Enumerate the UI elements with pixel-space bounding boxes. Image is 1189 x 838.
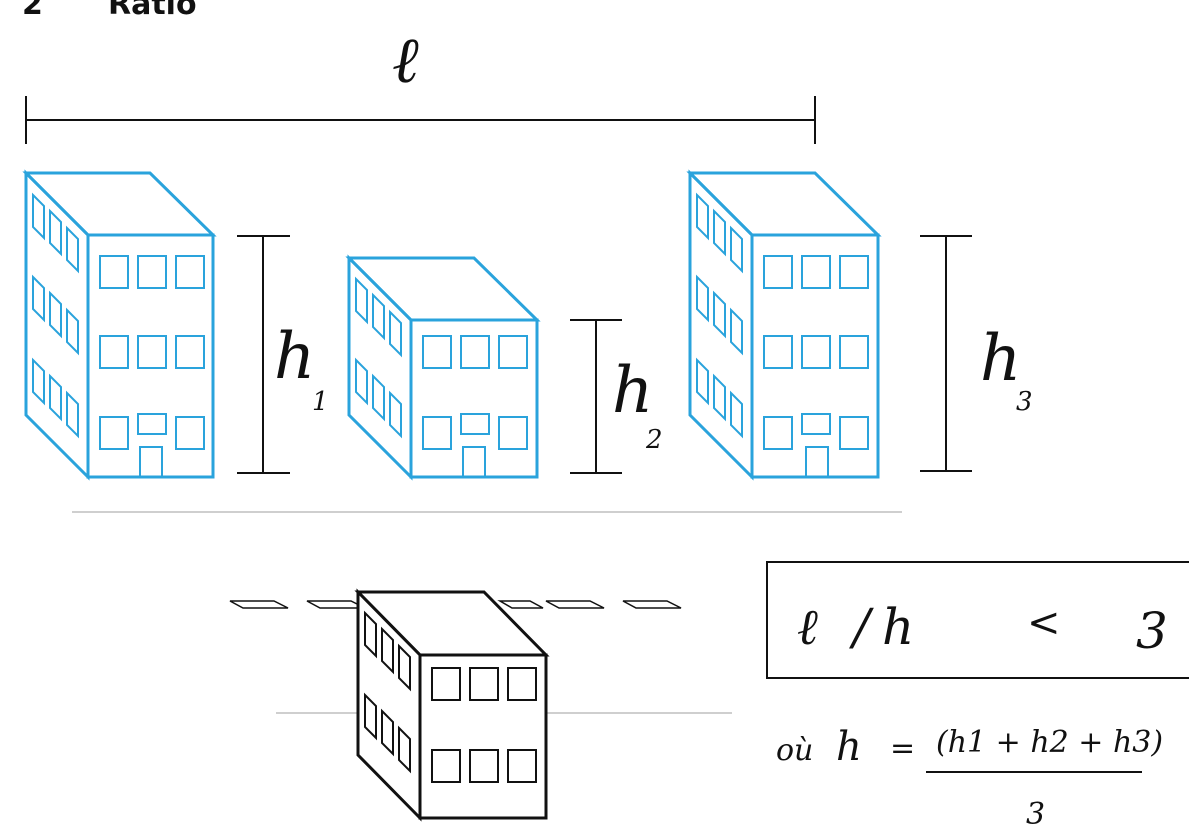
definition-denominator: 3 bbox=[1026, 797, 1045, 832]
building-1-icon bbox=[22, 169, 217, 481]
section-title: Ratio bbox=[108, 0, 197, 22]
rule-box bbox=[766, 561, 1189, 679]
rule-slash: / bbox=[849, 598, 874, 656]
rule-height: h bbox=[882, 598, 914, 656]
length-dimension bbox=[25, 96, 816, 144]
definition-where: où bbox=[776, 733, 813, 768]
height-2-index: 2 bbox=[645, 425, 663, 455]
building-3-icon bbox=[686, 169, 882, 481]
rule-length: ℓ bbox=[797, 598, 818, 656]
definition-numerator: (h1 + h2 + h3) bbox=[936, 725, 1163, 760]
height-3-dimension bbox=[920, 235, 972, 472]
building-2-icon bbox=[345, 254, 541, 481]
height-2-symbol: h bbox=[612, 354, 653, 428]
height-3-index: 3 bbox=[1016, 387, 1033, 417]
rule-value: 3 bbox=[1136, 602, 1168, 660]
building-example-icon bbox=[354, 588, 550, 822]
definition-equals: = bbox=[890, 731, 915, 766]
height-1-index: 1 bbox=[312, 387, 329, 417]
section-number: 2 bbox=[22, 0, 43, 22]
height-1-dimension bbox=[237, 235, 290, 474]
height-1-symbol: h bbox=[274, 320, 315, 394]
height-3-symbol: h bbox=[980, 322, 1021, 396]
height-2-dimension bbox=[570, 319, 622, 474]
length-label: ℓ bbox=[392, 24, 419, 98]
rule-operator: < bbox=[1027, 600, 1061, 646]
definition-h: h bbox=[836, 724, 862, 770]
